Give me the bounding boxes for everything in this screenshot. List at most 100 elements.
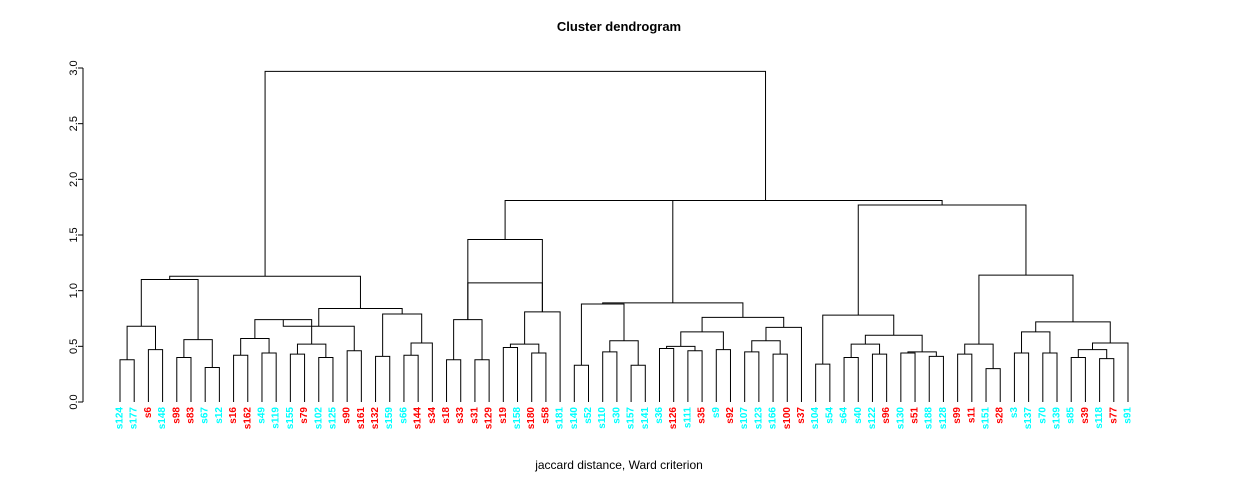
branch-link xyxy=(630,364,646,402)
leaf-label: s102 xyxy=(313,407,324,430)
leaf-label: s40 xyxy=(853,407,864,424)
leaf-label: s124 xyxy=(115,407,126,430)
branch-link xyxy=(204,366,220,402)
branch-link xyxy=(346,350,362,402)
branch-link xyxy=(1013,352,1030,402)
leaf-label: s151 xyxy=(981,407,992,430)
leaf-label: s148 xyxy=(157,407,168,430)
branch-link xyxy=(588,199,943,205)
leaf-label: s128 xyxy=(938,407,949,430)
leaf-label: s49 xyxy=(256,407,267,424)
branch-link xyxy=(687,350,703,402)
branch-link xyxy=(261,352,277,402)
branch-link xyxy=(1092,342,1129,402)
leaf-label: s141 xyxy=(640,407,651,430)
branch-link xyxy=(580,303,625,366)
leaf-label: s11 xyxy=(966,407,977,424)
branch-link xyxy=(119,359,135,402)
leaf-label: s161 xyxy=(356,407,367,430)
y-tick-label: 2.5 xyxy=(68,116,80,131)
leaf-label: s30 xyxy=(611,407,622,424)
leaf-label: s54 xyxy=(824,407,835,424)
leaf-label: s125 xyxy=(327,407,338,430)
leaf-label: s36 xyxy=(654,407,665,424)
branch-link xyxy=(772,353,788,402)
leaf-label: s155 xyxy=(285,407,296,430)
branch-link xyxy=(822,314,895,365)
branch-link xyxy=(765,326,802,402)
branch-link xyxy=(531,352,547,402)
leaf-label: s98 xyxy=(171,407,182,424)
branch-link xyxy=(900,352,916,402)
leaf-label: s91 xyxy=(1123,407,1134,424)
y-tick-label: 0.5 xyxy=(68,339,80,354)
branch-link xyxy=(864,334,923,352)
branch-link xyxy=(467,238,543,320)
leaf-label: s39 xyxy=(1080,407,1091,424)
y-tick-label: 0.0 xyxy=(68,394,80,409)
branch-link xyxy=(176,356,192,402)
branch-link xyxy=(140,279,199,340)
y-tick-label: 2.0 xyxy=(68,172,80,187)
leaf-label: s144 xyxy=(413,407,424,430)
leaf-label: s139 xyxy=(1052,407,1063,430)
branch-link xyxy=(502,346,519,402)
leaf-label: s129 xyxy=(484,407,495,430)
leaf-label: s35 xyxy=(697,407,708,424)
branch-link xyxy=(474,359,490,402)
leaf-label: s28 xyxy=(995,407,1006,424)
branch-link xyxy=(857,204,1027,316)
leaf-label: s96 xyxy=(881,407,892,424)
leaf-label: s19 xyxy=(498,407,509,424)
leaf-label: s162 xyxy=(242,407,253,430)
branch-link xyxy=(744,351,760,402)
leaf-label: s16 xyxy=(228,407,239,424)
leaf-label: s126 xyxy=(668,407,679,430)
branch-link xyxy=(382,313,423,357)
leaf-label: s37 xyxy=(796,407,807,424)
branch-link xyxy=(978,274,1074,345)
leaf-label: s188 xyxy=(924,407,935,430)
leaf-label: s79 xyxy=(299,407,310,424)
leaf-label: s123 xyxy=(753,407,764,430)
leaf-label: s85 xyxy=(1066,407,1077,424)
leaf-label: s177 xyxy=(129,407,140,430)
x-axis-caption: jaccard distance, Ward criterion xyxy=(535,458,703,472)
branch-link xyxy=(375,355,391,402)
branch-link xyxy=(985,368,1001,402)
leaf-label: s31 xyxy=(469,407,480,424)
branch-link xyxy=(318,307,403,327)
leaf-label: s64 xyxy=(839,407,850,424)
branch-link xyxy=(264,70,767,277)
branch-link xyxy=(658,348,675,402)
branch-link xyxy=(147,349,164,402)
y-axis: 0.00.51.01.52.02.53.0 xyxy=(68,60,84,410)
branch-link xyxy=(850,343,881,358)
branch-link xyxy=(843,356,859,402)
branch-link xyxy=(715,349,731,402)
branch-link xyxy=(871,353,888,402)
branch-link xyxy=(467,282,543,320)
leaf-label: s157 xyxy=(626,407,637,430)
branch-link xyxy=(602,351,618,402)
leaf-label: s18 xyxy=(441,407,452,424)
leaf-label: s110 xyxy=(597,407,608,429)
leaf-label: s181 xyxy=(555,407,566,430)
branch-link xyxy=(524,311,561,402)
leaf-label: s83 xyxy=(185,407,196,424)
branch-link xyxy=(233,354,249,402)
leaf-label: s122 xyxy=(867,407,878,430)
branch-link xyxy=(964,343,994,369)
leaf-label: s92 xyxy=(725,407,736,424)
branch-link xyxy=(815,363,831,402)
leaf-label: s90 xyxy=(342,407,353,424)
branch-link xyxy=(680,331,724,350)
branch-link xyxy=(751,340,781,355)
dendrogram-branches xyxy=(119,70,1129,402)
branch-link xyxy=(296,343,327,358)
leaf-label: s132 xyxy=(370,407,381,430)
branch-link xyxy=(573,364,590,402)
leaf-label: s66 xyxy=(398,407,409,424)
